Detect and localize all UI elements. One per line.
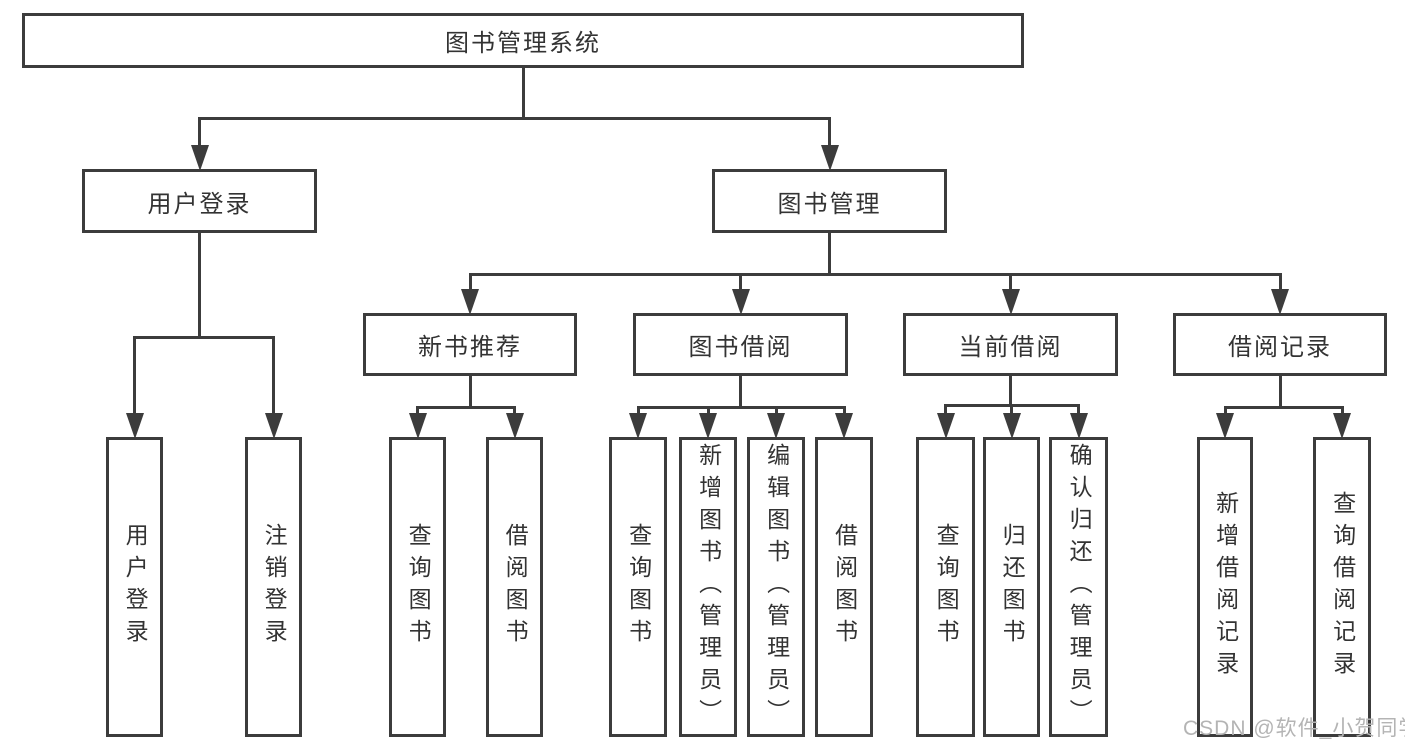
node-cur-confirm: 确认归还（管理员） bbox=[1049, 437, 1108, 737]
node-bor-add: 新增图书（管理员） bbox=[679, 437, 737, 737]
arrow-down-icon bbox=[264, 413, 283, 439]
node-label: 查询借阅记录 bbox=[1329, 491, 1356, 683]
connector-line bbox=[739, 375, 742, 409]
node-rec-query: 查询图书 bbox=[389, 437, 446, 737]
node-root: 图书管理系统 bbox=[22, 13, 1024, 68]
arrow-down-icon bbox=[835, 413, 853, 439]
connector-line bbox=[842, 406, 846, 414]
node-label: 查询图书 bbox=[625, 523, 652, 651]
connector-line bbox=[468, 375, 472, 409]
node-label: 借阅图书 bbox=[502, 523, 529, 651]
connector-line bbox=[1340, 406, 1344, 414]
connector-line bbox=[416, 406, 516, 409]
arrow-down-icon bbox=[408, 413, 427, 439]
connector-line bbox=[133, 336, 136, 414]
connector-line bbox=[1077, 404, 1080, 414]
node-user-login: 用户登录 bbox=[106, 437, 163, 737]
node-current: 当前借阅 bbox=[903, 313, 1118, 376]
connector-line bbox=[739, 273, 742, 290]
node-label: 新书推荐 bbox=[418, 334, 522, 361]
node-borrow: 图书借阅 bbox=[633, 313, 848, 376]
connector-line bbox=[468, 273, 1282, 276]
connector-line bbox=[1010, 404, 1013, 414]
connector-line bbox=[1009, 273, 1012, 290]
node-recd-add: 新增借阅记录 bbox=[1197, 437, 1253, 737]
node-label: 确认归还（管理员） bbox=[1066, 443, 1093, 731]
connector-line bbox=[198, 232, 201, 339]
node-label: 归还图书 bbox=[999, 523, 1026, 651]
connector-line bbox=[468, 273, 472, 290]
arrow-down-icon bbox=[1216, 413, 1234, 439]
arrow-down-icon bbox=[731, 289, 750, 315]
connector-line bbox=[521, 67, 525, 120]
watermark: CSDN @软件_小贺同学 bbox=[1183, 717, 1405, 740]
arrow-down-icon bbox=[125, 413, 144, 439]
connector-line bbox=[513, 406, 516, 414]
connector-line bbox=[828, 232, 831, 276]
connector-line bbox=[828, 117, 831, 146]
connector-line bbox=[272, 336, 275, 414]
connector-line bbox=[416, 406, 419, 414]
node-rec-borrow: 借阅图书 bbox=[486, 437, 543, 737]
node-label: 新增图书（管理员） bbox=[695, 443, 722, 731]
node-label: 注销登录 bbox=[261, 523, 288, 651]
node-label: 图书借阅 bbox=[688, 334, 793, 361]
node-login: 用户登录 bbox=[82, 169, 317, 233]
node-label: 借阅图书 bbox=[831, 523, 858, 651]
node-mgmt: 图书管理 bbox=[712, 169, 947, 233]
connector-line bbox=[706, 406, 710, 414]
node-label: 图书管理系统 bbox=[445, 30, 601, 57]
arrow-down-icon bbox=[1002, 413, 1021, 439]
arrow-down-icon bbox=[629, 413, 647, 439]
connector-line bbox=[198, 117, 831, 120]
arrow-down-icon bbox=[1069, 413, 1088, 439]
connector-line bbox=[1278, 375, 1282, 409]
connector-line bbox=[944, 404, 947, 414]
arrow-down-icon bbox=[461, 289, 479, 315]
arrow-down-icon bbox=[190, 145, 209, 171]
connector-line bbox=[1278, 273, 1282, 290]
node-rec: 新书推荐 bbox=[363, 313, 577, 376]
arrow-down-icon bbox=[699, 413, 717, 439]
node-cur-query: 查询图书 bbox=[916, 437, 975, 737]
connector-line bbox=[133, 336, 275, 339]
arrow-down-icon bbox=[936, 413, 955, 439]
arrow-down-icon bbox=[1333, 413, 1351, 439]
node-logout: 注销登录 bbox=[245, 437, 302, 737]
node-label: 查询图书 bbox=[933, 523, 960, 651]
connector-line bbox=[1223, 406, 1227, 414]
connector-line bbox=[636, 406, 846, 409]
node-label: 新增借阅记录 bbox=[1212, 491, 1239, 683]
node-label: 查询图书 bbox=[405, 523, 432, 651]
arrow-down-icon bbox=[820, 145, 839, 171]
node-bor-borrow: 借阅图书 bbox=[815, 437, 873, 737]
node-label: 用户登录 bbox=[147, 190, 252, 218]
arrow-down-icon bbox=[1271, 289, 1289, 315]
connector-line bbox=[636, 406, 640, 414]
node-label: 用户登录 bbox=[122, 523, 149, 651]
arrow-down-icon bbox=[505, 413, 524, 439]
connector-line bbox=[774, 406, 778, 414]
node-bor-query: 查询图书 bbox=[609, 437, 667, 737]
node-label: 当前借阅 bbox=[958, 334, 1063, 361]
connector-line bbox=[198, 117, 201, 146]
node-recd-query: 查询借阅记录 bbox=[1313, 437, 1371, 737]
node-label: 借阅记录 bbox=[1228, 334, 1332, 361]
node-label: 编辑图书（管理员） bbox=[763, 443, 790, 731]
connector-line bbox=[1009, 375, 1012, 407]
connector-line bbox=[1223, 406, 1344, 409]
node-bor-edit: 编辑图书（管理员） bbox=[747, 437, 805, 737]
node-records: 借阅记录 bbox=[1173, 313, 1387, 376]
arrow-down-icon bbox=[767, 413, 785, 439]
arrow-down-icon bbox=[1001, 289, 1020, 315]
node-label: 图书管理 bbox=[777, 190, 882, 218]
node-cur-return: 归还图书 bbox=[983, 437, 1040, 737]
